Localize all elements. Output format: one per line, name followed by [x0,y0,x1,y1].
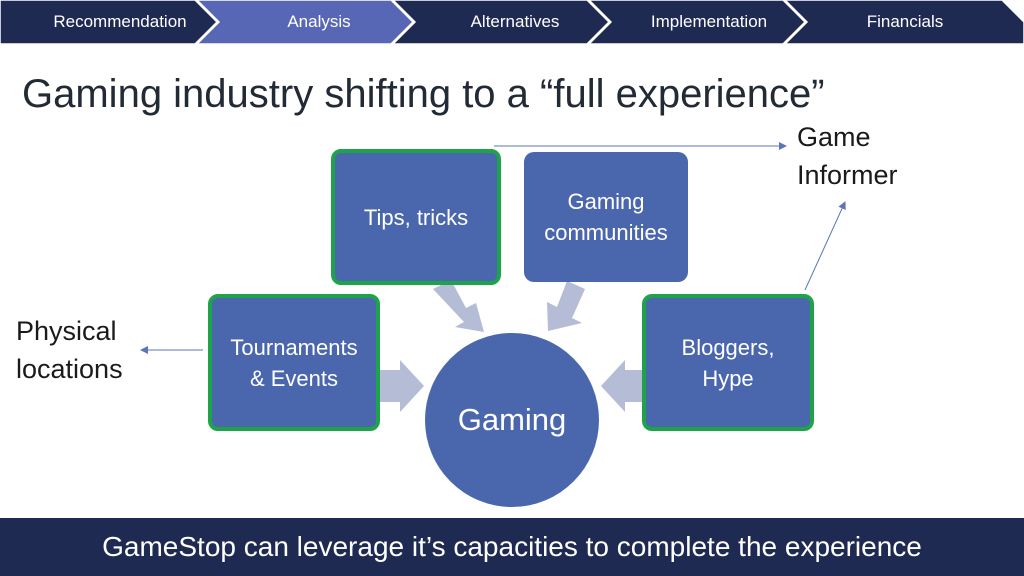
label-game-informer: Game Informer [797,122,898,190]
arrow-bloggers-to-gaming [601,360,645,412]
arrow-tips-to-gaming [433,280,484,332]
nav-tab-alternatives[interactable]: Alternatives [470,12,560,31]
nav-tab-analysis-shape[interactable] [195,0,415,44]
footer-banner: GameStop can leverage it’s capacities to… [0,518,1024,576]
nav-tab-recommendation[interactable]: Recommendation [53,12,187,31]
nav-tab-analysis[interactable]: Analysis [287,12,351,31]
node-tips-tricks: Tips, tricks [331,149,501,285]
node-gaming-center: Gaming [425,333,599,507]
slide-title: Gaming industry shifting to a “full expe… [22,72,825,116]
node-gaming-communities: Gaming communities [524,152,688,282]
arrow-tournaments-to-gaming [378,360,424,412]
node-bloggers-hype: Bloggers, Hype [642,294,814,431]
nav-tab-implementation[interactable]: Implementation [650,12,768,31]
label-physical-locations: Physical locations [16,316,123,384]
nav-tab-financials[interactable]: Financials [866,12,944,31]
arrow-communities-to-gaming [547,281,585,331]
nav-tab-implementation-shape[interactable] [587,0,807,44]
section-nav [0,0,1024,44]
nav-tab-alternatives-shape[interactable] [391,0,611,44]
nav-tab-recommendation-shape[interactable] [0,0,219,44]
nav-tab-financials-shape[interactable] [783,0,1024,44]
connector-bloggers-to-game-informer [804,201,846,291]
node-tournaments-events: Tournaments & Events [208,294,380,431]
